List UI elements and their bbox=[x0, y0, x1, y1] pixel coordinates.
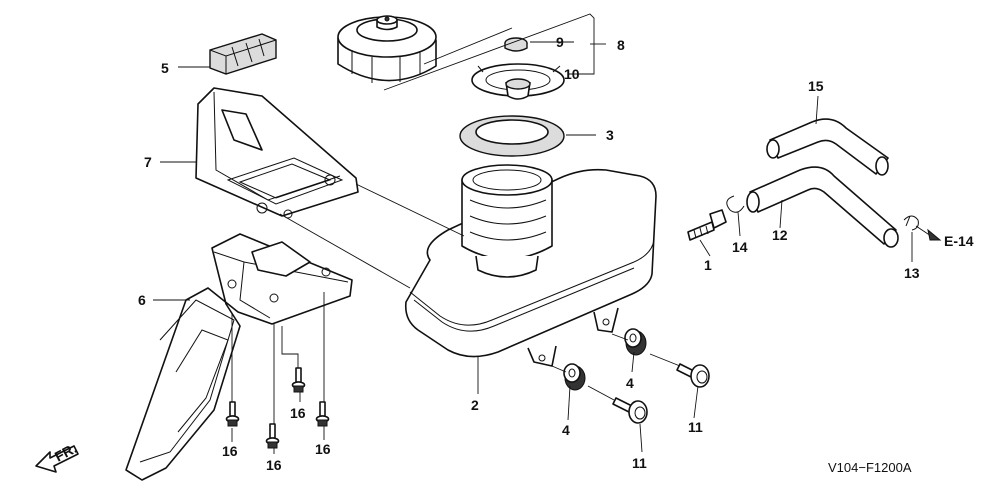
part-5-foam-block bbox=[209, 33, 277, 75]
callout-10: 10 bbox=[564, 66, 580, 82]
callout-8: 8 bbox=[617, 37, 625, 53]
part-8-fuel-cap bbox=[337, 15, 437, 83]
part-11-flange-bolt-left bbox=[612, 397, 648, 424]
callout-11-right: 11 bbox=[688, 419, 703, 435]
callout-3: 3 bbox=[606, 127, 614, 143]
callout-1: 1 bbox=[704, 257, 712, 273]
part-2-fuel-tank bbox=[404, 164, 657, 367]
callout-16-a: 16 bbox=[290, 405, 306, 421]
callout-12: 12 bbox=[772, 227, 788, 243]
callout-5: 5 bbox=[161, 60, 169, 76]
callout-4-right: 4 bbox=[626, 375, 634, 391]
reference-e14: E-14 bbox=[944, 233, 974, 249]
part-1-bolt bbox=[687, 209, 727, 241]
part-16-bolt-b bbox=[225, 401, 240, 427]
callout-14: 14 bbox=[732, 239, 748, 255]
callout-16-b: 16 bbox=[222, 443, 238, 459]
callout-7: 7 bbox=[144, 154, 152, 170]
callout-6: 6 bbox=[138, 292, 146, 308]
part-12-lower-tube bbox=[746, 166, 899, 248]
callout-11-left: 11 bbox=[632, 455, 647, 471]
part-9-cap-gasket bbox=[504, 37, 528, 52]
callout-13: 13 bbox=[904, 265, 920, 281]
part-4-mount-rubber-right bbox=[624, 328, 647, 356]
drawing-code: V104−F1200A bbox=[828, 460, 912, 475]
callout-2: 2 bbox=[471, 397, 479, 413]
part-3-strainer-ring bbox=[459, 115, 565, 157]
part-7-tank-cover bbox=[195, 87, 359, 219]
part-11-flange-bolt-right bbox=[676, 363, 710, 388]
part-13-hose-clip bbox=[903, 215, 919, 231]
front-arrow bbox=[35, 445, 79, 473]
part-16-bolt-c bbox=[315, 401, 330, 427]
part-4-mount-rubber-left bbox=[563, 363, 586, 391]
callout-15: 15 bbox=[808, 78, 824, 94]
part-10-cap-seal-plate bbox=[471, 63, 565, 100]
callout-9: 9 bbox=[556, 34, 564, 50]
part-16-bolt-d bbox=[265, 423, 280, 449]
callout-16-d: 16 bbox=[315, 441, 331, 457]
callout-4-left: 4 bbox=[562, 422, 570, 438]
leader-lines bbox=[153, 13, 942, 454]
part-14-clip bbox=[726, 195, 745, 213]
part-15-upper-tube bbox=[766, 118, 889, 176]
part-16-bolt-a bbox=[291, 367, 306, 393]
callout-16-c: 16 bbox=[266, 457, 282, 473]
